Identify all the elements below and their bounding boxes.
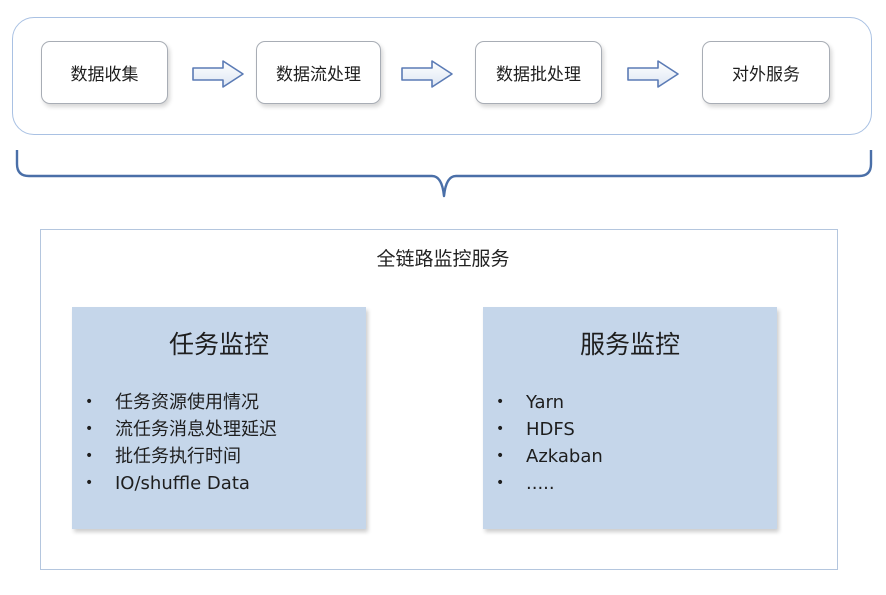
task-monitoring-panel: 任务监控 • 任务资源使用情况 • 流任务消息处理延迟 • 批任务执行时间 • IO/s… [72, 307, 366, 529]
list-item: • Yarn [494, 389, 603, 416]
bullet-icon: • [496, 421, 505, 437]
list-item-text: HDFS [526, 419, 575, 440]
stage-data-collection: 数据收集 [41, 41, 168, 104]
stage-batch-processing: 数据批处理 [475, 41, 602, 104]
stage-label: 数据批处理 [496, 65, 581, 85]
bullet-icon: • [85, 475, 94, 491]
stage-label: 数据流处理 [276, 65, 361, 85]
bullet-icon: • [496, 394, 505, 410]
arrow-right-icon [192, 60, 244, 88]
list-item-text: IO/shuffle Data [115, 473, 250, 494]
list-item-text: 任务资源使用情况 [115, 392, 259, 413]
bullet-icon: • [85, 394, 94, 410]
list-item: • HDFS [494, 416, 603, 443]
monitoring-title: 全链路监控服务 [376, 248, 510, 270]
service-monitoring-panel: 服务监控 • Yarn • HDFS • Azkaban •..... [483, 307, 777, 529]
bullet-icon: • [496, 448, 505, 464]
arrow-right-icon [627, 60, 679, 88]
task-monitoring-title: 任务监控 [168, 330, 269, 359]
stage-stream-processing: 数据流处理 [256, 41, 381, 104]
list-item: • Azkaban [494, 443, 603, 470]
bullet-icon: • [496, 475, 505, 491]
service-monitoring-title: 服务监控 [579, 330, 680, 359]
list-item: • IO/shuffle Data [83, 470, 277, 497]
list-item: • 任务资源使用情况 [83, 389, 277, 416]
list-item: • 批任务执行时间 [83, 443, 277, 470]
bullet-icon: • [85, 448, 94, 464]
list-item: • 流任务消息处理延迟 [83, 416, 277, 443]
stage-external-service: 对外服务 [702, 41, 830, 104]
list-item-text: 流任务消息处理延迟 [115, 419, 277, 440]
list-item-text: ..... [526, 473, 555, 494]
arrow-right-icon [401, 60, 453, 88]
stage-label: 数据收集 [70, 65, 139, 85]
service-monitoring-list: • Yarn • HDFS • Azkaban •..... [494, 389, 603, 497]
list-item-text: Azkaban [526, 446, 603, 467]
list-item: •..... [494, 470, 603, 497]
list-item-text: 批任务执行时间 [115, 446, 241, 467]
task-monitoring-list: • 任务资源使用情况 • 流任务消息处理延迟 • 批任务执行时间 • IO/shuffl… [83, 389, 277, 497]
list-item-text: Yarn [526, 392, 565, 413]
bullet-icon: • [85, 421, 94, 437]
stage-label: 对外服务 [732, 65, 800, 85]
curly-brace [15, 150, 873, 198]
